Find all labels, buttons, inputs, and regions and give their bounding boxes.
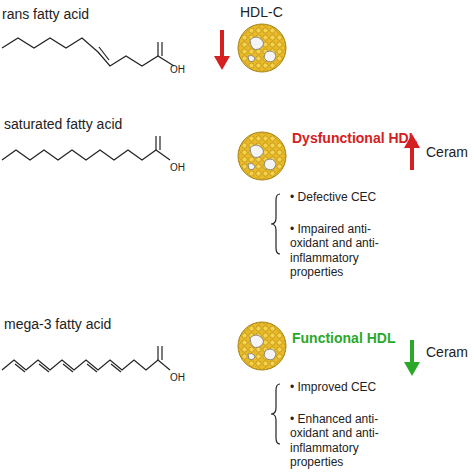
hdl-particle [238, 24, 286, 72]
brace [271, 194, 280, 254]
bullet-text: • Improved CEC [290, 380, 408, 394]
omega3-fatty-acid-structure [2, 346, 170, 372]
decrease-arrow [214, 30, 230, 70]
fatty-acid-name: rans fatty acid [2, 6, 89, 23]
bullet-text: • Impaired anti-oxidant and anti-inflamm… [290, 222, 408, 280]
trans-fatty-acid-structure [2, 38, 174, 66]
hydroxyl-label: OH [170, 372, 185, 384]
hdl-particle [238, 132, 286, 180]
fatty-acid-name: saturated fatty acid [4, 116, 122, 133]
fatty-acid-name: mega-3 fatty acid [4, 316, 111, 333]
status-title: Dysfunctional HDL [292, 130, 417, 147]
hydroxyl-label: OH [170, 162, 185, 174]
bullet-text: • Defective CEC [290, 190, 408, 204]
brace [271, 384, 280, 444]
hdl-label: HDL-C [240, 4, 283, 21]
bullet-text: • Enhanced anti-oxidant and anti-inflamm… [290, 412, 408, 470]
saturated-fatty-acid-structure [2, 136, 170, 160]
hydroxyl-label: OH [170, 64, 185, 76]
decrease-arrow [404, 340, 420, 376]
ceramide-label: Ceram [426, 144, 468, 161]
status-title: Functional HDL [292, 330, 395, 347]
ceramide-label: Ceram [426, 344, 468, 361]
hdl-particle [238, 322, 286, 370]
